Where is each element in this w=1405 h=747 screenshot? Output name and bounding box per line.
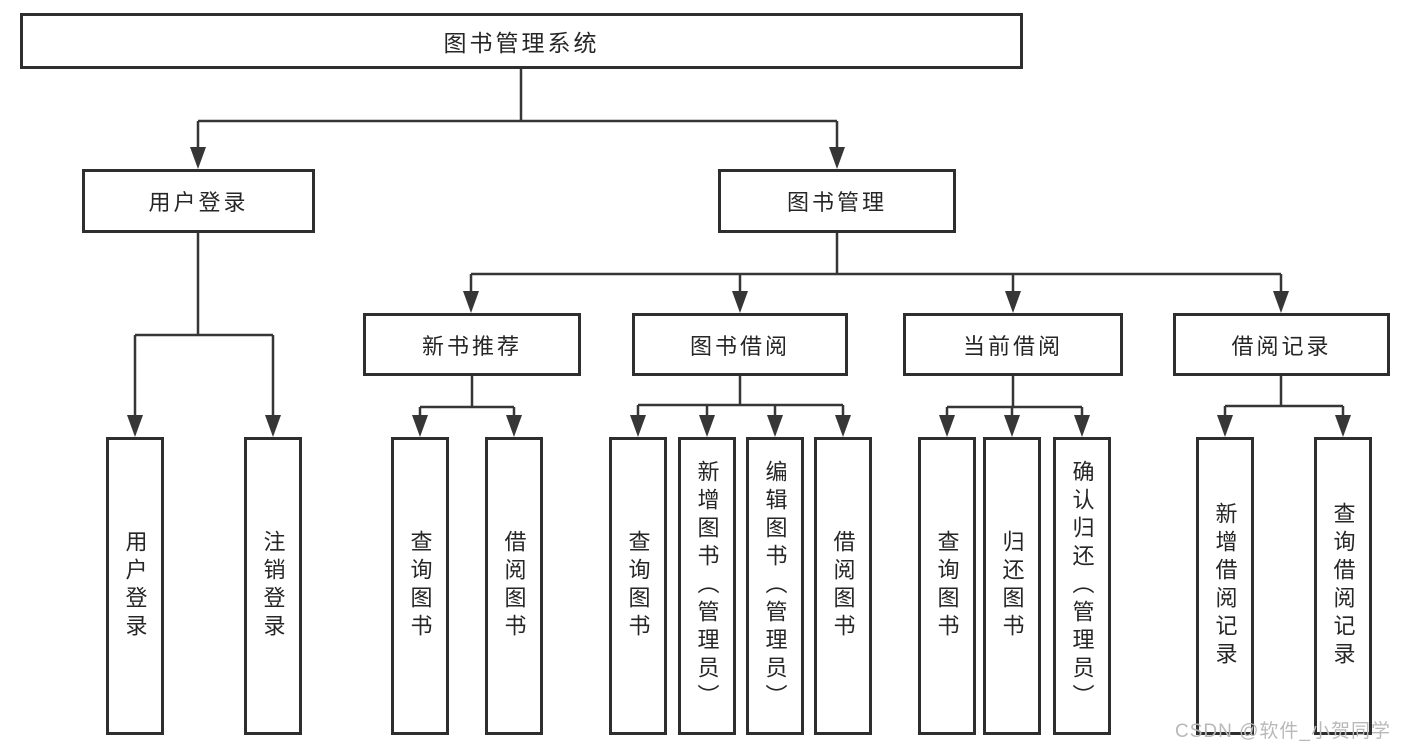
node-current-borrowing: 当前借阅	[903, 313, 1123, 376]
node-label: 借阅图书	[830, 530, 856, 642]
node-label: 借阅记录	[1231, 333, 1332, 359]
node-label: 借阅图书	[501, 530, 527, 642]
node-borrow-books-recommend: 借阅图书	[485, 437, 543, 735]
node-borrow-books-leaf: 借阅图书	[814, 437, 872, 735]
node-user-login: 用户登录	[82, 169, 315, 233]
node-label: 确认归还（管理员）	[1069, 460, 1095, 712]
node-label: 新增借阅记录	[1212, 502, 1238, 670]
node-label: 查询图书	[625, 530, 651, 642]
node-label: 当前借阅	[962, 333, 1063, 359]
node-book-borrowing: 图书借阅	[632, 313, 848, 376]
node-add-book-admin: 新增图书（管理员）	[678, 437, 736, 735]
node-label: 图书管理	[786, 190, 887, 215]
node-label: 新增图书（管理员）	[694, 460, 720, 712]
node-borrowing-records: 借阅记录	[1173, 313, 1390, 376]
node-confirm-return-admin: 确认归还（管理员）	[1053, 437, 1111, 735]
node-label: 图书借阅	[689, 333, 790, 359]
node-query-borrow-record: 查询借阅记录	[1314, 437, 1372, 735]
node-label: 注销登录	[260, 530, 286, 642]
csdn-watermark: CSDN @软件_小贺同学	[1175, 721, 1391, 742]
node-label: 编辑图书（管理员）	[762, 460, 788, 712]
node-label: 图书管理系统	[443, 30, 600, 56]
node-label: 查询图书	[407, 530, 433, 642]
node-query-books-current: 查询图书	[918, 437, 976, 735]
node-library-management-system: 图书管理系统	[20, 13, 1023, 69]
node-label: 查询借阅记录	[1330, 502, 1356, 670]
node-logout-leaf: 注销登录	[244, 437, 302, 735]
node-label: 用户登录	[148, 190, 249, 215]
node-new-book-recommendation: 新书推荐	[363, 313, 581, 376]
node-query-books-recommend: 查询图书	[391, 437, 449, 735]
node-book-management: 图书管理	[718, 169, 956, 233]
node-edit-book-admin: 编辑图书（管理员）	[746, 437, 804, 735]
node-label: 查询图书	[934, 530, 960, 642]
node-query-books-borrow: 查询图书	[609, 437, 667, 735]
node-add-borrow-record: 新增借阅记录	[1196, 437, 1254, 735]
node-return-book: 归还图书	[983, 437, 1041, 735]
node-user-login-leaf: 用户登录	[106, 437, 164, 735]
node-label: 归还图书	[999, 530, 1025, 642]
node-label: 用户登录	[122, 530, 148, 642]
node-label: 新书推荐	[421, 333, 522, 359]
